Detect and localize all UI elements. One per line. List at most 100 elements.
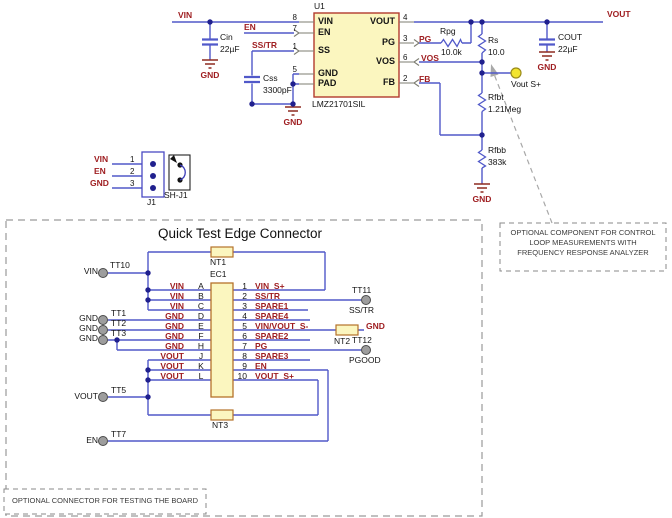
testpoint-tt7 — [98, 436, 108, 446]
rpg-value: 10.0k — [441, 47, 462, 57]
tt3-net-label: GND — [79, 333, 98, 343]
u1-pin6-number: 6 — [403, 53, 408, 62]
rfbt-ref: Rfbt — [488, 92, 504, 102]
testpoint-tt12 — [361, 345, 371, 355]
ec1-row-left-net: GND — [165, 311, 184, 321]
testpoints — [98, 268, 371, 446]
j1-net-vin: VIN — [94, 154, 109, 164]
ec1-row-number: 10 — [237, 371, 247, 381]
ec1-ref: EC1 — [210, 269, 227, 279]
u1-part-number: LMZ21701SIL — [312, 99, 366, 109]
ec1-row-right-net: VIN/VOUT_S- — [255, 321, 309, 331]
nt3-symbol — [210, 409, 234, 421]
ec1-row-number: 6 — [242, 331, 247, 341]
j1-ref: J1 — [147, 197, 156, 207]
tt10-net-label: VIN — [83, 266, 98, 276]
nt1-ref: NT1 — [210, 257, 227, 267]
resistor-rpg-symbol — [440, 37, 463, 48]
ec1-row-number: 5 — [242, 321, 247, 331]
j1-pin1-number: 1 — [130, 155, 135, 164]
u1-pin2-number: 2 — [403, 74, 408, 83]
tt7-net-label: EN — [86, 435, 98, 445]
ec1-row-right-net: SPARE1 — [255, 301, 289, 311]
tt5-ref: TT5 — [111, 385, 127, 395]
ec1-row-letter: J — [198, 351, 204, 361]
rpg-ref: Rpg — [440, 26, 456, 36]
css-value: 3300pF — [263, 85, 292, 95]
j1-connector-symbol — [141, 151, 165, 198]
ec1-row-letter: F — [198, 331, 204, 341]
shunt-sh-j1-symbol — [168, 154, 191, 191]
testpoint-tt3 — [98, 335, 108, 345]
u1-pin1-number: 1 — [292, 42, 297, 51]
ec1-row-letter: E — [198, 321, 204, 331]
gnd-symbol-u1 — [285, 106, 301, 116]
ec1-row-left-net: GND — [165, 321, 184, 331]
nt2-ref: NT2 — [334, 336, 351, 346]
rs-ref: Rs — [488, 35, 499, 45]
u1-pin-vin: VIN — [318, 16, 334, 26]
u1-pin-pad: PAD — [318, 78, 337, 88]
net-label-pg: PG — [419, 34, 432, 44]
gnd-label-u1: GND — [283, 117, 303, 127]
tt11-ref: TT11 — [352, 285, 372, 295]
resistor-rfbb-symbol — [477, 149, 487, 169]
resistor-rs-symbol — [477, 33, 487, 54]
ec1-row-right-net: PG — [255, 341, 268, 351]
u1-ref: U1 — [314, 1, 325, 11]
u1-pin-ss: SS — [318, 45, 331, 55]
rs-note-line1: OPTIONAL COMPONENT FOR CONTROL — [510, 228, 656, 237]
j1-pin2-number: 2 — [130, 167, 135, 176]
note-box-connector — [3, 488, 207, 515]
ec1-row-number: 9 — [242, 361, 247, 371]
tt1-net-label: GND — [79, 313, 98, 323]
tt10-ref: TT10 — [110, 260, 130, 270]
ec1-row-number: 2 — [242, 291, 247, 301]
tt11-net-label: SS/TR — [349, 305, 375, 315]
tt12-net-label: PGOOD — [349, 355, 381, 365]
testpoint-tt2 — [98, 325, 108, 335]
ec1-row-right-net: SPARE2 — [255, 331, 289, 341]
ec1-row-left-net: VIN — [169, 301, 184, 311]
gnd-label-cin: GND — [200, 70, 220, 80]
ec1-row-right-net: EN — [255, 361, 267, 371]
u1-pin-stubs — [293, 21, 420, 87]
ec1-row-letter: K — [198, 361, 204, 371]
net-label-sstr: SS/TR — [252, 40, 278, 50]
nt1-symbol — [210, 246, 234, 258]
nt2-symbol — [335, 324, 359, 336]
rfbt-value: 1.21Meg — [488, 104, 522, 114]
ec1-row-letter: B — [198, 291, 204, 301]
tt1-ref: TT1 — [111, 308, 127, 318]
sh-j1-ref: SH-J1 — [164, 190, 188, 200]
j1-pin3-number: 3 — [130, 179, 135, 188]
net-label-en: EN — [244, 22, 256, 32]
gnd-label-cout: GND — [537, 62, 557, 72]
ec1-row-left-net: VIN — [169, 291, 184, 301]
u1-pin-gnd: GND — [318, 68, 338, 78]
rs-note-line3: FREQUENCY RESPONSE ANALYZER — [517, 248, 649, 257]
ec1-row-letter: D — [197, 311, 205, 321]
nt2-gnd-label: GND — [366, 321, 385, 331]
note-pointer-arrow — [490, 64, 553, 224]
testpoint-tt11 — [361, 295, 371, 305]
j1-net-en: EN — [94, 166, 106, 176]
ec1-row-number: 4 — [242, 311, 247, 321]
nt3-ref: NT3 — [212, 420, 229, 430]
ec1-row-right-net: SPARE4 — [255, 311, 289, 321]
rfbb-ref: Rfbb — [488, 145, 506, 155]
junction-dots — [114, 19, 550, 400]
u1-pin-pg: PG — [381, 37, 395, 47]
vout-sense-testpoint — [510, 67, 522, 79]
net-label-vout: VOUT — [607, 9, 631, 19]
rs-note-line2: LOOP MEASUREMENTS WITH — [529, 238, 637, 247]
resistor-symbols — [440, 33, 487, 169]
u1-pin8-number: 8 — [292, 13, 297, 22]
ec1-row-letter: C — [197, 301, 205, 311]
ec1-row-left-net: VIN — [169, 281, 184, 291]
ec1-row-left-net: VOUT — [160, 361, 184, 371]
connector-note: OPTIONAL CONNECTOR FOR TESTING THE BOARD — [12, 496, 198, 505]
ec1-row-left-net: VOUT — [160, 371, 184, 381]
tt2-net-label: GND — [79, 323, 98, 333]
